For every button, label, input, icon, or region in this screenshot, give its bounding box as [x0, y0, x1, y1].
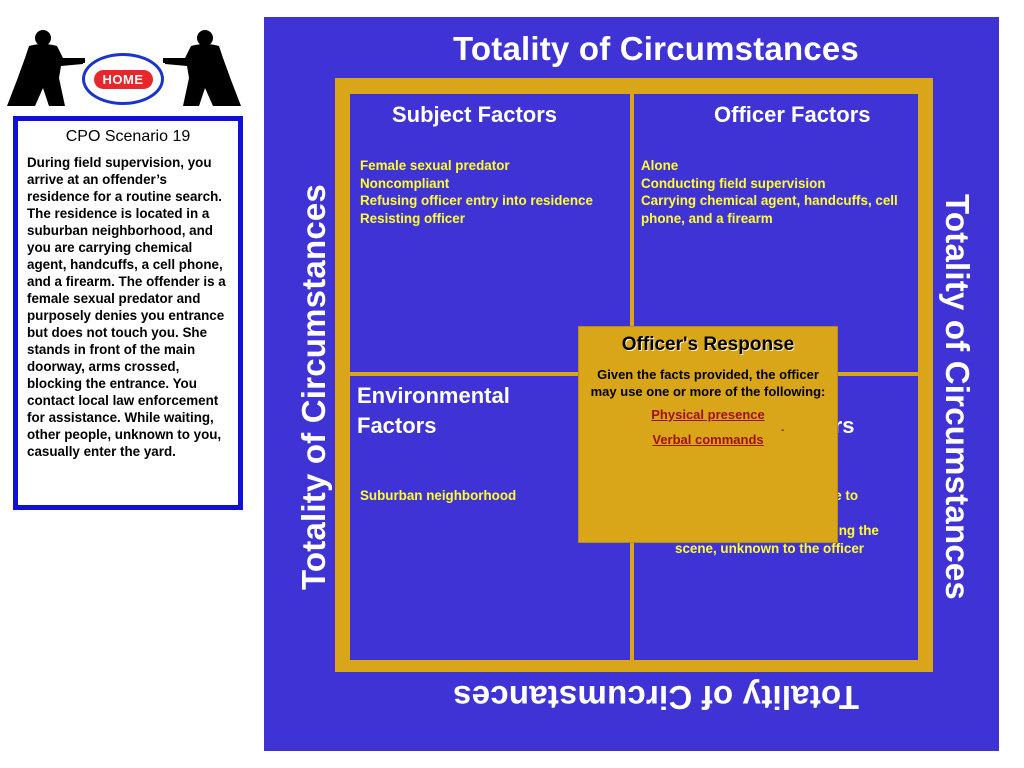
- subject-factors-list: Female sexual predator Noncompliant Refu…: [360, 157, 625, 227]
- officer-silhouette-right-icon: [163, 30, 241, 106]
- scenario-box: CPO Scenario 19 During field supervision…: [13, 116, 243, 510]
- subject-factors-heading: Subject Factors: [392, 102, 558, 127]
- officer-factors-heading: Officer Factors: [714, 102, 871, 127]
- physical-presence-link[interactable]: Physical presence: [651, 407, 765, 422]
- verbal-commands-link[interactable]: Verbal commands: [652, 432, 764, 447]
- list-item: Alone: [641, 158, 679, 173]
- list-item: Verbal commands: [579, 431, 837, 449]
- officer-response-title: Officer's Response: [621, 334, 795, 355]
- header-logo: [7, 30, 241, 106]
- list-item: Refusing officer entry into residence: [360, 193, 593, 209]
- diagram-title-bottom: Totality of Circumstances: [453, 679, 859, 716]
- officer-silhouette-left-icon: [7, 30, 85, 106]
- list-item: Noncompliant: [360, 175, 450, 191]
- officer-response-box: Officer's Response Given the facts provi…: [578, 326, 838, 543]
- diagram-title-right: Totality of Circumstances: [939, 194, 976, 600]
- subject-factors-quadrant: Subject Factors Female sexual predator N…: [350, 94, 630, 372]
- environmental-factors-list: Suburban neighborhood: [360, 487, 610, 505]
- list-item: Resisting officer: [360, 210, 465, 226]
- response-marker: -: [781, 425, 785, 436]
- scenario-description: During field supervision, you arrive at …: [27, 155, 226, 459]
- list-item: Female sexual predator: [360, 158, 510, 173]
- officer-response-description: Given the facts provided, the officer ma…: [590, 367, 826, 399]
- list-item: Suburban neighborhood: [360, 488, 517, 503]
- home-button[interactable]: HOME: [82, 53, 164, 105]
- home-button-label: HOME: [93, 69, 153, 89]
- list-item: Physical presence: [579, 406, 837, 424]
- diagram-title-left: Totality of Circumstances: [295, 184, 332, 590]
- list-item: Conducting field supervision: [641, 175, 826, 191]
- diagram-title-top: Totality of Circumstances: [453, 30, 859, 67]
- officer-factors-quadrant: Officer Factors Alone Conducting field s…: [634, 94, 918, 372]
- environmental-factors-heading: Environmental Factors: [357, 383, 510, 438]
- list-item: Carrying chemical agent, handcuffs, cell…: [641, 193, 898, 226]
- officer-factors-list: Alone Conducting field supervision Carry…: [641, 157, 906, 227]
- totality-diagram: Totality of Circumstances Totality of Ci…: [264, 17, 999, 751]
- scenario-title: CPO Scenario 19: [65, 128, 191, 145]
- response-options-list: Physical presence Verbal commands: [579, 406, 837, 449]
- factor-frame: Subject Factors Female sexual predator N…: [335, 78, 933, 672]
